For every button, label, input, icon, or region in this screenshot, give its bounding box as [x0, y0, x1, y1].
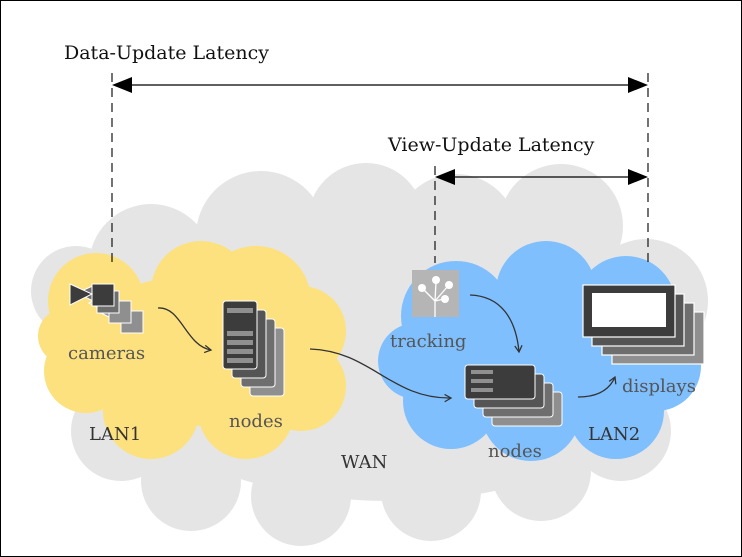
data-update-latency-label: Data-Update Latency [64, 42, 269, 64]
server-node-icon [222, 300, 285, 397]
flow-arrow-nodes-to-lan2 [309, 348, 453, 403]
view-update-latency-label: View-Update Latency [388, 134, 595, 156]
display-icon [582, 284, 705, 365]
cameras-label: cameras [68, 343, 146, 364]
flow-arrow-cameras-to-nodes [157, 307, 213, 354]
lan2-label: LAN2 [588, 424, 641, 445]
tracking-icon [412, 270, 459, 317]
wan-label: WAN [341, 452, 388, 473]
lan1-label: LAN1 [89, 424, 142, 445]
view-update-latency-arrow [435, 169, 648, 185]
data-update-latency-arrow [112, 77, 648, 93]
camera-icon [69, 283, 144, 334]
nodes-lan2-label: nodes [488, 441, 542, 462]
displays-label: displays [622, 376, 696, 397]
server-node-icon-lan2 [464, 364, 563, 427]
flow-arrow-tracking-to-nodes [469, 294, 523, 354]
tracking-label: tracking [390, 331, 467, 352]
nodes-lan1-label: nodes [229, 411, 283, 432]
flow-arrow-nodes-to-displays [577, 375, 617, 398]
